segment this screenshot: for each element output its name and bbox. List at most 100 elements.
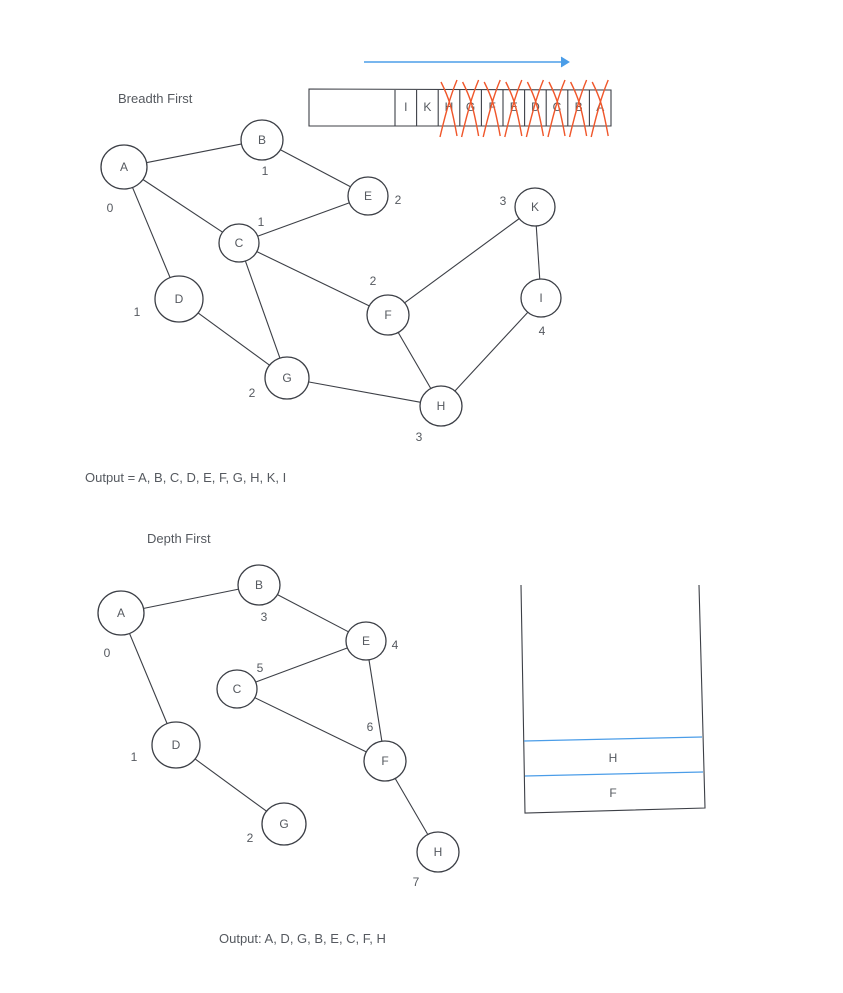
queue-cell-G: G (460, 79, 482, 138)
node-order-label: 5 (257, 661, 264, 675)
node-circle (520, 278, 562, 318)
dfs-edge-F-H (394, 778, 429, 835)
bfs-node-G: G2 (249, 356, 310, 400)
bfs-node-I: I4 (520, 278, 562, 338)
bfs-node-A: A0 (100, 144, 148, 215)
dfs-node-D: D1 (131, 721, 201, 769)
dfs-edge-A-B (142, 588, 240, 610)
node-circle (240, 119, 284, 161)
bfs-edge-C-E (256, 201, 351, 238)
queue-cell-D: D (525, 79, 547, 138)
node-order-label: 1 (262, 164, 269, 178)
dfs-edge-D-G (194, 758, 268, 813)
queue-cell-label: E (510, 100, 518, 114)
node-order-label: 4 (392, 638, 399, 652)
node-order-label: 2 (247, 831, 254, 845)
cross-out-mark (439, 79, 458, 138)
node-label: F (381, 754, 388, 768)
node-label: I (539, 291, 542, 305)
queue-cell-label: A (596, 100, 604, 114)
stack-item-F: F (609, 786, 616, 800)
node-label: H (434, 845, 443, 859)
queue-cell-B: B (568, 79, 590, 138)
node-label: B (255, 578, 263, 592)
node-label: F (384, 308, 391, 322)
cross-out-mark (548, 81, 566, 137)
node-label: K (531, 200, 539, 214)
node-circle (154, 275, 204, 323)
bfs-edge-A-C (142, 178, 224, 233)
cross-out-mark (526, 81, 545, 137)
node-order-label: 3 (416, 430, 423, 444)
node-label: G (282, 371, 291, 385)
cross-out-mark (460, 79, 480, 138)
bfs-edge-C-G (244, 260, 281, 359)
dfs-node-C: C5 (216, 661, 264, 709)
bfs-edge-A-B (145, 143, 243, 164)
node-label: D (172, 738, 181, 752)
node-label: E (364, 189, 372, 203)
queue-arrow-icon (364, 56, 570, 68)
queue-cell-E: E (504, 79, 526, 138)
node-circle (97, 590, 145, 636)
node-circle (264, 356, 310, 400)
queue-cell-label: C (553, 100, 562, 114)
bfs-edge-F-K (403, 217, 521, 304)
node-label: G (279, 817, 288, 831)
queue-cell-K: K (423, 90, 439, 126)
bfs-edge-B-E (279, 148, 352, 188)
queue-cell-label: G (466, 100, 475, 114)
bfs-edge-K-I (535, 225, 541, 280)
dfs-node-B: B3 (237, 564, 281, 624)
cross-out-mark (590, 79, 609, 138)
node-circle (366, 294, 410, 336)
node-label: H (437, 399, 446, 413)
node-circle (363, 740, 407, 782)
stack-divider (524, 771, 704, 777)
cross-out-mark (505, 81, 523, 137)
cross-out-mark (568, 79, 588, 138)
bfs-node-C: C1 (218, 215, 265, 263)
stack-item-H: H (609, 751, 618, 765)
queue-cell-H: H (439, 79, 461, 138)
node-order-label: 1 (134, 305, 141, 319)
node-order-label: 6 (367, 720, 374, 734)
node-label: E (362, 634, 370, 648)
cross-out-mark (440, 81, 458, 137)
node-circle (216, 669, 258, 709)
node-order-label: 3 (500, 194, 507, 208)
bfs-edge-C-F (255, 250, 371, 307)
dfs-output: Output: A, D, G, B, E, C, F, H (219, 931, 386, 946)
bfs-node-B: B1 (240, 119, 284, 178)
queue-cell-label: B (575, 100, 583, 114)
queue-cell-C: C (547, 79, 569, 138)
node-order-label: 0 (107, 201, 114, 215)
bfs-node-K: K3 (500, 187, 556, 227)
cross-out-mark (504, 79, 523, 138)
node-label: C (233, 682, 242, 696)
bfs-edge-F-H (397, 332, 432, 389)
node-circle (514, 187, 556, 227)
bfs-edge-I-H (454, 311, 529, 392)
node-order-label: 2 (395, 193, 402, 207)
bfs-node-H: H3 (416, 385, 463, 444)
bfs-edges (131, 143, 541, 403)
queue-cell-label: I (404, 100, 407, 114)
dfs-edge-B-E (276, 593, 350, 633)
node-order-label: 3 (261, 610, 268, 624)
node-label: A (117, 606, 125, 620)
cross-out-mark (483, 81, 501, 137)
node-circle (218, 223, 260, 263)
dfs-node-F: F6 (363, 720, 407, 782)
node-order-label: 2 (249, 386, 256, 400)
queue-cell-F: F (482, 79, 504, 138)
queue-cell-I: I (404, 90, 418, 126)
bfs-output: Output = A, B, C, D, E, F, G, H, K, I (85, 470, 286, 485)
bfs-title: Breadth First (118, 91, 193, 106)
node-circle (419, 385, 463, 427)
bfs-node-D: D1 (134, 275, 204, 323)
